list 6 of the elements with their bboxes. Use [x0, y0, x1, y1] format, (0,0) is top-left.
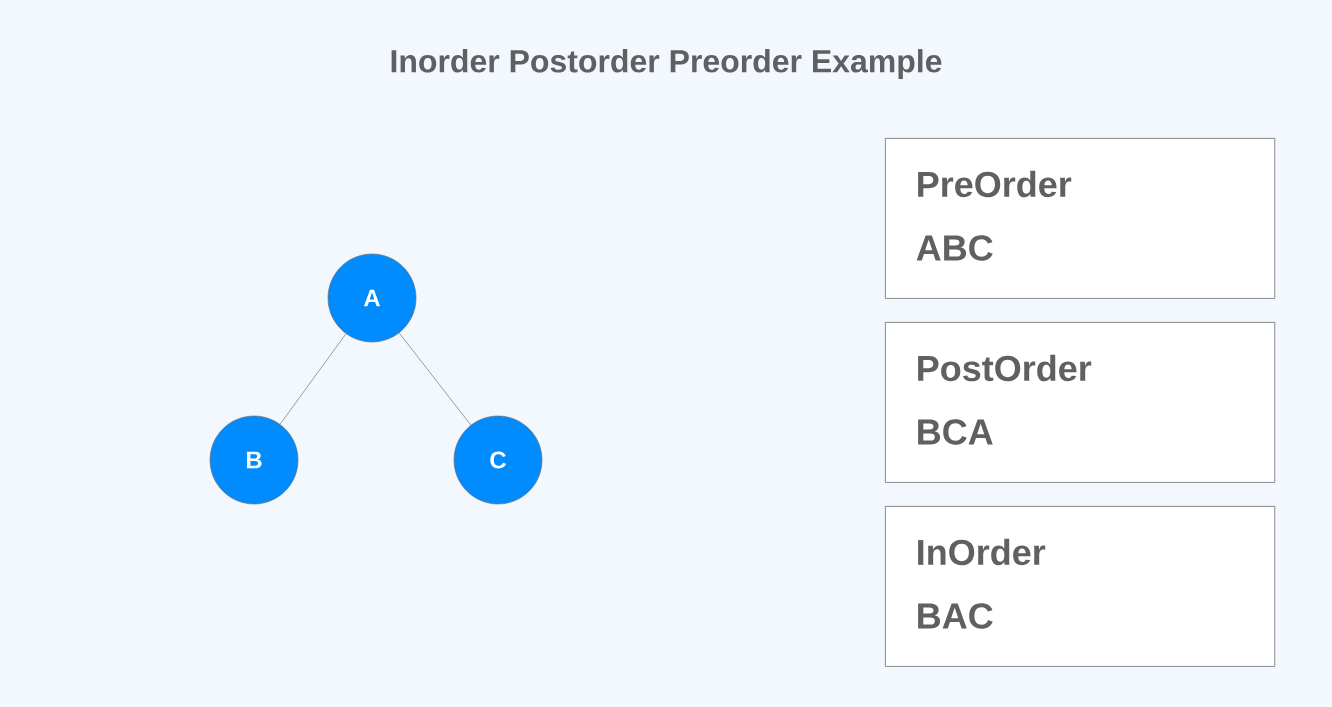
title: Inorder Postorder Preorder Example [391, 49, 942, 79]
traversal-card: PreOrder ABC [885, 138, 1276, 299]
traversal-card: InOrder BAC [885, 506, 1276, 667]
tree-edge [398, 332, 472, 426]
traversal-card: PostOrder BCA [885, 322, 1276, 483]
tree-edge [279, 333, 347, 425]
